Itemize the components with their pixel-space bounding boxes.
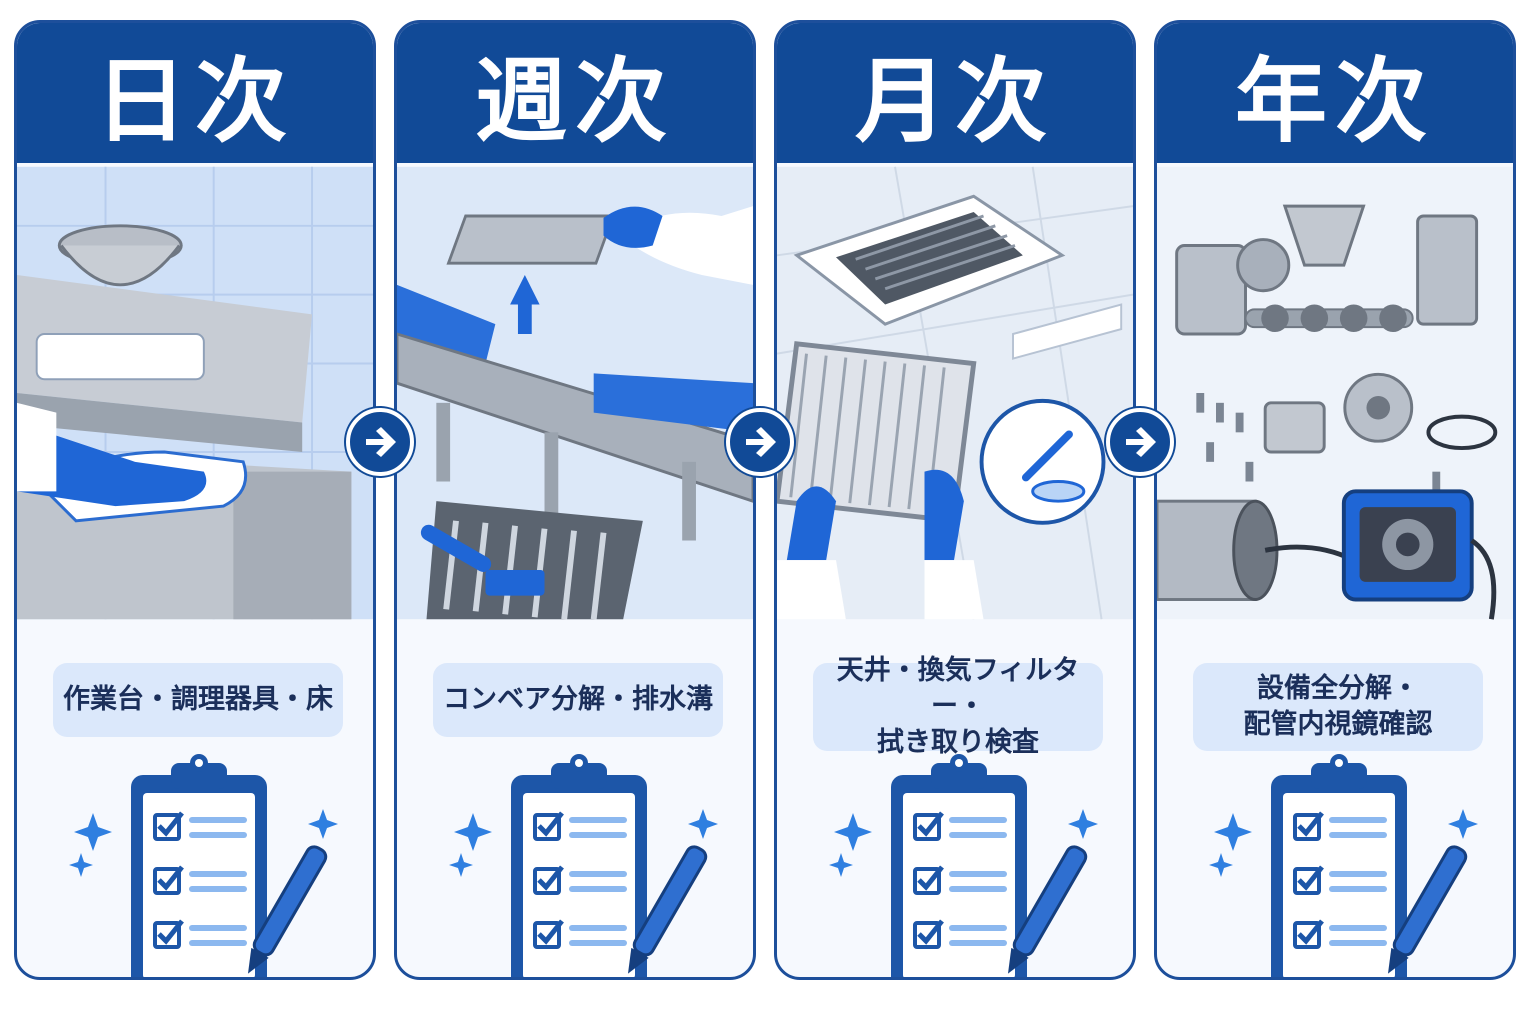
panel-daily: 日次 作業台・調理器具・床 <box>14 20 376 980</box>
panel-header: 年次 <box>1157 23 1513 163</box>
caption-box: 設備全分解・ 配管内視鏡確認 <box>1193 663 1483 751</box>
panel-title: 日次 <box>94 47 295 155</box>
arrow-right-icon <box>1126 427 1156 457</box>
panel-title: 年次 <box>1234 47 1435 155</box>
checklist-clipboard-icon <box>1193 753 1483 980</box>
panel-header: 日次 <box>17 23 373 163</box>
equipment-disassembly-illustration <box>1157 166 1513 620</box>
panel-header: 週次 <box>397 23 753 163</box>
arrow-right-icon <box>746 427 776 457</box>
panel-weekly: 週次 コンベア分解・排水溝 <box>394 20 756 980</box>
caption-box: 天井・換気フィルター・ 拭き取り検査 <box>813 655 1103 758</box>
panel-header: 月次 <box>777 23 1133 163</box>
panel-title: 週次 <box>474 47 675 155</box>
conveyor-disassembly-illustration <box>397 166 753 620</box>
caption-box: コンベア分解・排水溝 <box>433 663 723 737</box>
ceiling-filter-inspection-illustration <box>777 166 1133 620</box>
panel-yearly: 年次 設備全分解・ 配管内視鏡確認 <box>1154 20 1516 980</box>
checklist-clipboard-icon <box>53 753 343 980</box>
workbench-cleaning-illustration <box>17 166 373 620</box>
next-arrow-icon <box>346 408 414 476</box>
panel-caption: 設備全分解・ 配管内視鏡確認 <box>1243 673 1433 740</box>
next-arrow-icon <box>1106 408 1174 476</box>
panel-caption: コンベア分解・排水溝 <box>443 684 713 715</box>
next-arrow-icon <box>726 408 794 476</box>
panel-caption: 作業台・調理器具・床 <box>63 684 333 715</box>
caption-box: 作業台・調理器具・床 <box>53 663 343 737</box>
checklist-clipboard-icon <box>813 753 1103 980</box>
checklist-clipboard-icon <box>433 753 723 980</box>
panel-caption: 天井・換気フィルター・ 拭き取り検査 <box>836 655 1080 758</box>
arrow-right-icon <box>366 427 396 457</box>
panel-title: 月次 <box>854 47 1055 155</box>
panel-monthly: 月次 天井・換気フィルター・ 拭き取り検査 <box>774 20 1136 980</box>
